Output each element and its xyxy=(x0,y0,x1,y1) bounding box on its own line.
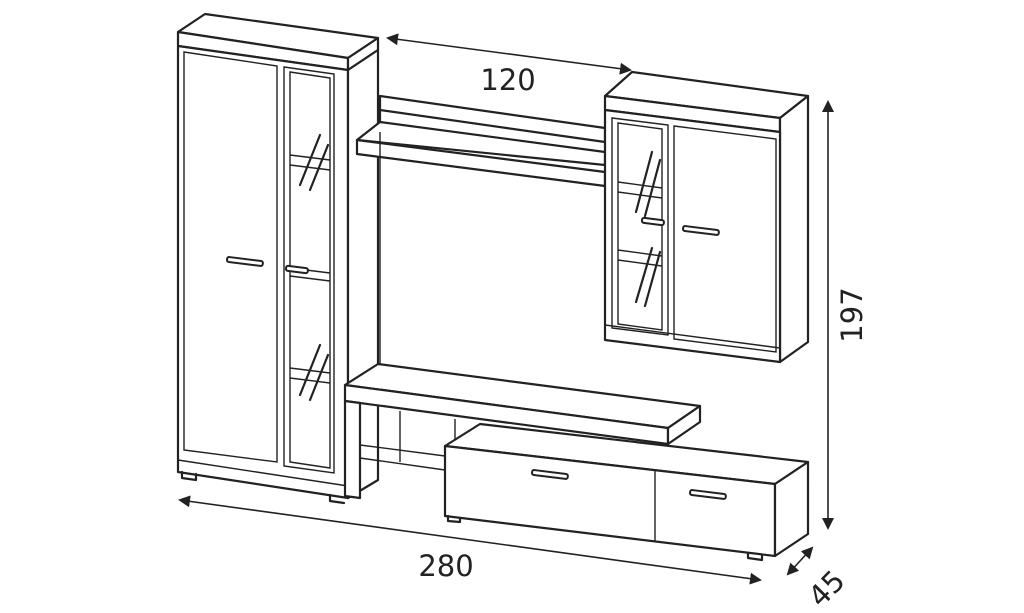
door-handle xyxy=(681,225,720,236)
depth-label: 45 xyxy=(802,564,852,613)
height-label: 197 xyxy=(835,287,869,342)
width-dimension-line xyxy=(386,33,632,75)
glass-compartment xyxy=(283,66,335,474)
width-label: 120 xyxy=(480,63,535,97)
total-width-dimension-line xyxy=(178,495,762,585)
cabinet-door xyxy=(183,51,278,463)
glass-mark xyxy=(634,246,662,308)
tv-stand xyxy=(343,362,810,562)
wall-shelf xyxy=(355,94,607,365)
dimension-lines xyxy=(178,33,834,585)
hanging-cabinet xyxy=(603,70,810,364)
glass-mark xyxy=(298,343,330,402)
total-width-label: 280 xyxy=(418,549,473,583)
door-handle xyxy=(225,256,264,267)
drawer-handle xyxy=(530,469,569,480)
depth-dimension-line xyxy=(786,546,814,576)
glass-compartment xyxy=(611,117,669,336)
glass-mark xyxy=(298,133,330,192)
glass-mark xyxy=(634,150,662,218)
cabinet-door xyxy=(673,125,777,353)
